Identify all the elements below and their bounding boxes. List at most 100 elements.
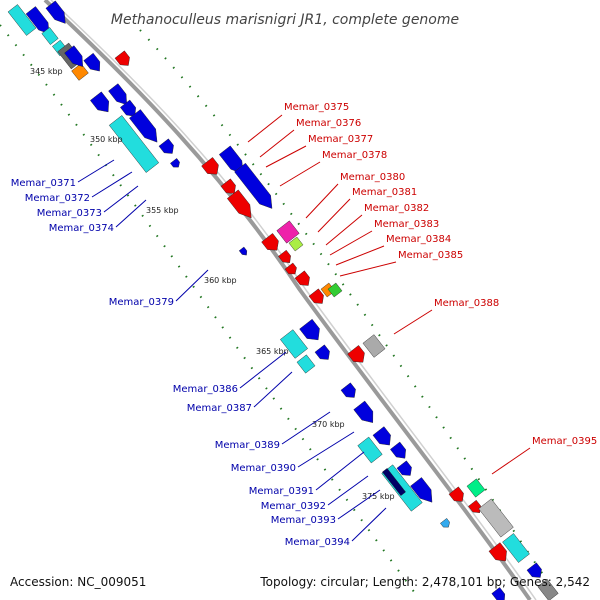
gene-arrow [468, 499, 481, 513]
kbp-tick-label: 370 kbp [312, 420, 345, 429]
gene-label[interactable]: Memar_0395 [532, 436, 597, 447]
gene-arrow [440, 518, 450, 528]
gene-label[interactable]: Memar_0379 [109, 297, 174, 308]
gene-arrow [129, 109, 158, 143]
gene-arrow [299, 318, 320, 341]
gene-leader-line [115, 199, 147, 228]
gene-leader-line [491, 447, 531, 475]
gene-leader-line [103, 185, 139, 213]
gene-leader-line [351, 507, 387, 542]
gene-label[interactable]: Memar_0384 [386, 234, 451, 245]
kbp-tick-label: 350 kbp [90, 135, 123, 144]
kbp-tick-label: 360 kbp [204, 276, 237, 285]
gene-leader-line [259, 129, 295, 158]
gene-label[interactable]: Memar_0378 [322, 150, 387, 161]
gene-arrow [201, 157, 219, 175]
gene-box [357, 436, 383, 464]
kbp-tick-label: 365 kbp [256, 347, 289, 356]
gene-arrow [308, 288, 324, 304]
gene-leader-line [239, 351, 287, 389]
gene-arrow [491, 587, 506, 600]
gene-leader-line [91, 171, 133, 198]
gene-features [7, 0, 559, 600]
gene-arrow [226, 189, 252, 219]
gene-box [537, 578, 559, 600]
gene-leader-line [175, 269, 209, 302]
gene-arrow [238, 246, 248, 256]
gene-arrow [347, 345, 365, 363]
gene-box [466, 478, 486, 498]
gene-label[interactable]: Memar_0377 [308, 134, 373, 145]
genome-backbone [43, 0, 532, 600]
gene-box [288, 236, 304, 252]
kbp-tick-label: 345 kbp [30, 67, 63, 76]
gene-arrow [278, 249, 291, 263]
gene-arrow [448, 486, 464, 502]
kbp-tick-label: 375 kbp [362, 492, 395, 501]
gene-box [502, 533, 530, 563]
gene-arrow [410, 477, 433, 503]
gene-box [327, 282, 343, 298]
gene-leader-line [297, 431, 355, 468]
genome-backbone-inner [50, 0, 537, 600]
gene-leader-line [253, 371, 293, 408]
gene-label[interactable]: Memar_0386 [173, 384, 238, 395]
gene-box [276, 220, 300, 244]
gene-label[interactable]: Memar_0388 [434, 298, 499, 309]
gene-arrow [294, 270, 310, 286]
gene-label[interactable]: Memar_0382 [364, 203, 429, 214]
kbp-ticks: 345 kbp 350 kbp 355 kbp 360 kbp 365 kbp 370 k… [30, 67, 395, 501]
gene-arrow [170, 158, 180, 168]
gene-label[interactable]: Memar_0373 [37, 208, 102, 219]
gene-label[interactable]: Memar_0394 [285, 537, 350, 548]
gene-leader-line [335, 245, 385, 266]
gene-label[interactable]: Memar_0391 [249, 486, 314, 497]
gene-leader-line [325, 214, 363, 246]
gene-label[interactable]: Memar_0385 [398, 250, 463, 261]
gene-label[interactable]: Memar_0381 [352, 187, 417, 198]
gene-arrow [83, 52, 101, 72]
gene-label[interactable]: Memar_0389 [215, 440, 280, 451]
gene-label[interactable]: Memar_0392 [261, 501, 326, 512]
gene-label[interactable]: Memar_0374 [49, 223, 114, 234]
gene-leader-line [317, 198, 351, 233]
gene-box [108, 115, 160, 173]
gene-leader-line [339, 261, 397, 277]
gene-arrow [340, 382, 356, 398]
gene-arrow [158, 138, 174, 154]
gene-label[interactable]: Memar_0371 [11, 178, 76, 189]
gene-box [382, 468, 406, 496]
gene-leader-line [279, 161, 321, 187]
gene-arrow [526, 562, 542, 578]
gene-arrow [390, 441, 406, 459]
gene-arrow [220, 178, 236, 194]
gene-labels: Memar_0375Memar_0376Memar_0377Memar_0378… [11, 102, 597, 548]
gene-box [296, 354, 316, 374]
gene-arrow [488, 542, 507, 562]
gene-box [7, 4, 37, 36]
gene-arrow [261, 233, 279, 251]
kbp-tick-label: 355 kbp [146, 206, 179, 215]
gene-leader-line [305, 183, 339, 219]
gene-arrow [64, 45, 83, 67]
gene-label[interactable]: Memar_0380 [340, 172, 405, 183]
gene-leader-line [265, 145, 307, 168]
gene-arrow [108, 83, 127, 105]
gene-label[interactable]: Memar_0375 [284, 102, 349, 113]
gene-label[interactable]: Memar_0387 [187, 403, 252, 414]
gene-leader-line [337, 489, 381, 520]
gene-arrow [284, 262, 297, 275]
accession-text: Accession: NC_009051 [10, 575, 146, 589]
gene-leader-line [327, 475, 369, 506]
gene-leader-line [281, 411, 331, 445]
gene-leader-line [77, 159, 115, 183]
gene-label[interactable]: Memar_0393 [271, 515, 336, 526]
gene-arrow [314, 344, 330, 360]
gene-label[interactable]: Memar_0376 [296, 118, 361, 129]
gene-box [362, 334, 386, 358]
gene-arrow [45, 0, 66, 24]
gene-label[interactable]: Memar_0383 [374, 219, 439, 230]
gene-label[interactable]: Memar_0372 [25, 193, 90, 204]
gene-label[interactable]: Memar_0390 [231, 463, 296, 474]
